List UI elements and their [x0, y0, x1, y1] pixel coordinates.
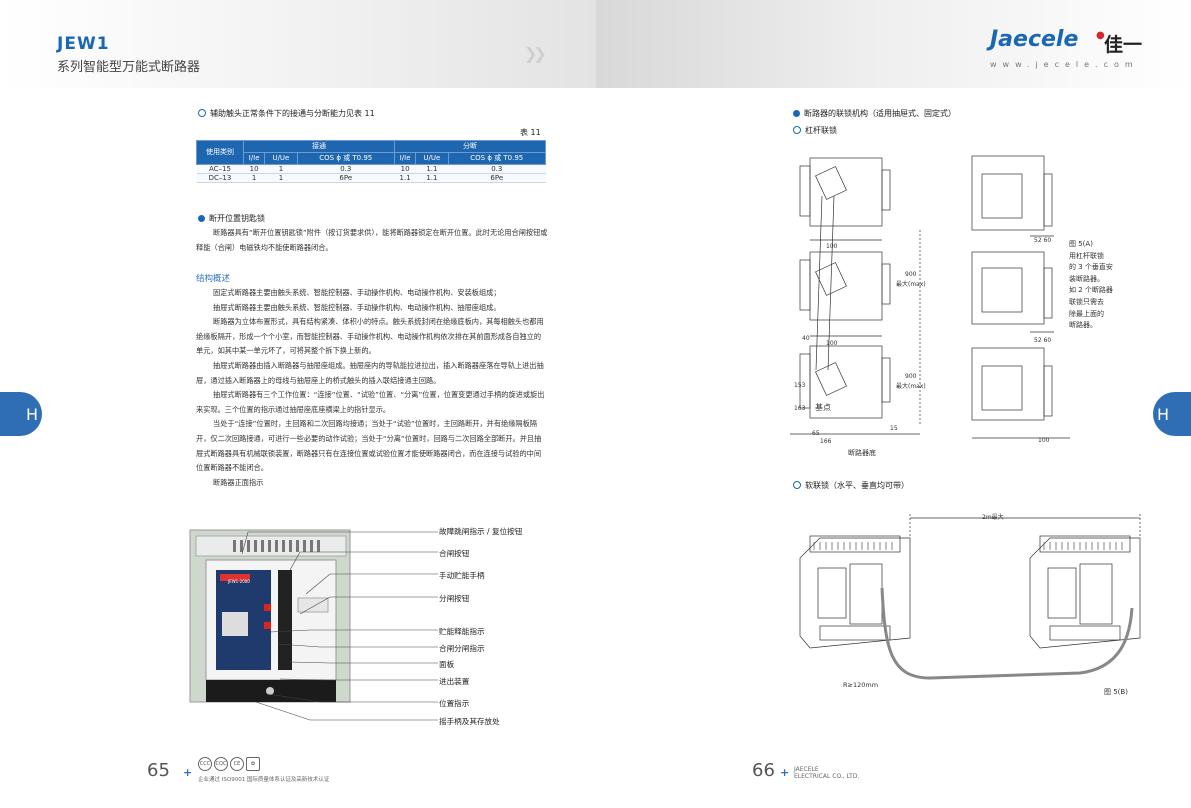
callout-energy-indicator: 贮能释能指示 [439, 627, 485, 636]
model-title: JEW1 [57, 34, 110, 54]
callout-panel: 面板 [439, 660, 455, 669]
callout-rack-device: 进出装置 [439, 677, 470, 686]
th-make: 接通 [243, 140, 395, 153]
th-sub: U/Ue [264, 152, 298, 165]
dot-bullet-icon [198, 215, 205, 222]
plus-icon: + [183, 766, 193, 779]
company-name: JAECELE ELECTRICAL CO., LTD. [794, 766, 860, 780]
brand-logo: Jaecele [990, 27, 1079, 52]
table-11: 使用类别 接通 分断 I/Ie U/Ue COS ϕ 或 T0.95 I/Ie … [196, 140, 547, 183]
dim-65: 65 [812, 430, 820, 437]
cert-ce-icon: CE [230, 757, 244, 771]
bend-radius-label: R≥120mm [843, 681, 879, 689]
dim-max-bottom: 最大(max) [896, 383, 926, 390]
page-number-right: 66 [752, 760, 775, 781]
cert-leaf-icon: ✿ [246, 757, 260, 771]
section-tab-right[interactable]: H [1153, 392, 1191, 436]
th-sub: U/Ue [415, 152, 449, 165]
section-key-lock: 断开位置钥匙锁 [198, 213, 265, 224]
callout-crank-storage: 摇手柄及其存放处 [439, 717, 500, 726]
lever-interlock-drawing [790, 155, 1070, 439]
dim-max-top: 最大(max) [896, 281, 926, 288]
figure-5a-caption: 图 5(A) 用杠杆联锁 的 3 个垂直安 装断路器。 如 2 个断路器 联锁只… [1069, 240, 1113, 330]
cable-interlock-drawing [799, 514, 1141, 680]
th-use-category: 使用类别 [196, 140, 244, 165]
th-break: 分断 [393, 140, 547, 153]
dim-900-top: 900 [905, 271, 917, 278]
dim-15: 15 [890, 425, 898, 432]
dim-900-bottom: 900 [905, 373, 917, 380]
header-band-left [0, 0, 596, 88]
section-tab-left[interactable]: H [0, 392, 42, 436]
circle-bullet-icon [793, 126, 801, 134]
dim-100-c: 100 [1038, 437, 1050, 444]
circle-bullet-icon [198, 109, 206, 117]
callout-position-indicator: 位置指示 [439, 699, 470, 708]
callout-close-button: 合闸按钮 [439, 549, 470, 558]
breaker-front-illustration [189, 529, 351, 703]
header-band-right [596, 0, 1191, 88]
breaker-bottom-label: 断路器底 [848, 449, 876, 457]
callout-trip-reset: 故障跳闸指示 / 复位按钮 [439, 527, 523, 536]
th-sub: I/Ie [393, 152, 417, 165]
page-number-left: 65 [147, 760, 170, 781]
structure-heading: 结构概述 [196, 274, 231, 284]
brand-logo-cn: 佳一 [1104, 34, 1143, 56]
certification-note: 企业通过 ISO9001 国际质量体系认证及高新技术认证 [198, 777, 330, 783]
dim-40: 40 [802, 335, 810, 342]
dim-153: 153 [794, 382, 806, 389]
website: www.jecele.com [990, 60, 1139, 69]
callout-onoff-indicator: 合闸分闸指示 [439, 644, 485, 653]
section-aux-contacts: 辅助触头正常条件下的接通与分断能力见表 11 [198, 108, 375, 119]
dim-52-60-b: 52 60 [1034, 337, 1052, 344]
dim-100-b: 100 [826, 340, 838, 347]
th-sub: COS ϕ 或 T0.95 [447, 152, 547, 165]
dot-bullet-icon [793, 110, 800, 117]
cert-cqc-icon: CQC [214, 757, 228, 771]
product-label: JEW1-2000 [228, 579, 250, 584]
dim-163: 163 [794, 405, 806, 412]
cert-ccc-icon: CCC [198, 757, 212, 771]
th-sub: COS ϕ 或 T0.95 [296, 152, 395, 165]
section-cable-interlock: 软联锁（水平、垂直均可带） [793, 480, 909, 491]
cable-length-label: 2m最大 [982, 514, 1004, 521]
figure-5b-caption: 图 5(B) [1104, 688, 1128, 696]
series-subtitle: 系列智能型万能式断路器 [57, 60, 201, 75]
dim-100-a: 100 [826, 243, 838, 250]
key-lock-text: 断路器具有“断开位置钥匙锁”附件（按订货要求供），能将断路器锁定在断开位置。此时… [196, 228, 548, 252]
datum-label: 基点 [815, 403, 831, 412]
dim-166: 166 [820, 438, 832, 445]
section-lever-interlock: 杠杆联锁 [793, 125, 837, 136]
plus-icon: + [780, 766, 790, 779]
logo-dot-icon: ● [1096, 30, 1105, 41]
section-interlock: 断路器的联锁机构（适用抽屉式、固定式） [793, 108, 956, 119]
dim-52-60-a: 52 60 [1034, 237, 1052, 244]
callout-leaders [241, 531, 438, 721]
callout-open-button: 分闸按钮 [439, 594, 470, 603]
structure-text: 固定式断路器主要由触头系统、智能控制器、手动操作机构、电动操作机构、安装板组成；… [196, 288, 545, 487]
th-sub: I/Ie [242, 152, 266, 165]
circle-bullet-icon [793, 481, 801, 489]
chevron-icon: ❯❯ [524, 44, 547, 63]
callout-manual-handle: 手动贮能手柄 [439, 571, 485, 580]
table-label: 表 11 [520, 128, 541, 137]
